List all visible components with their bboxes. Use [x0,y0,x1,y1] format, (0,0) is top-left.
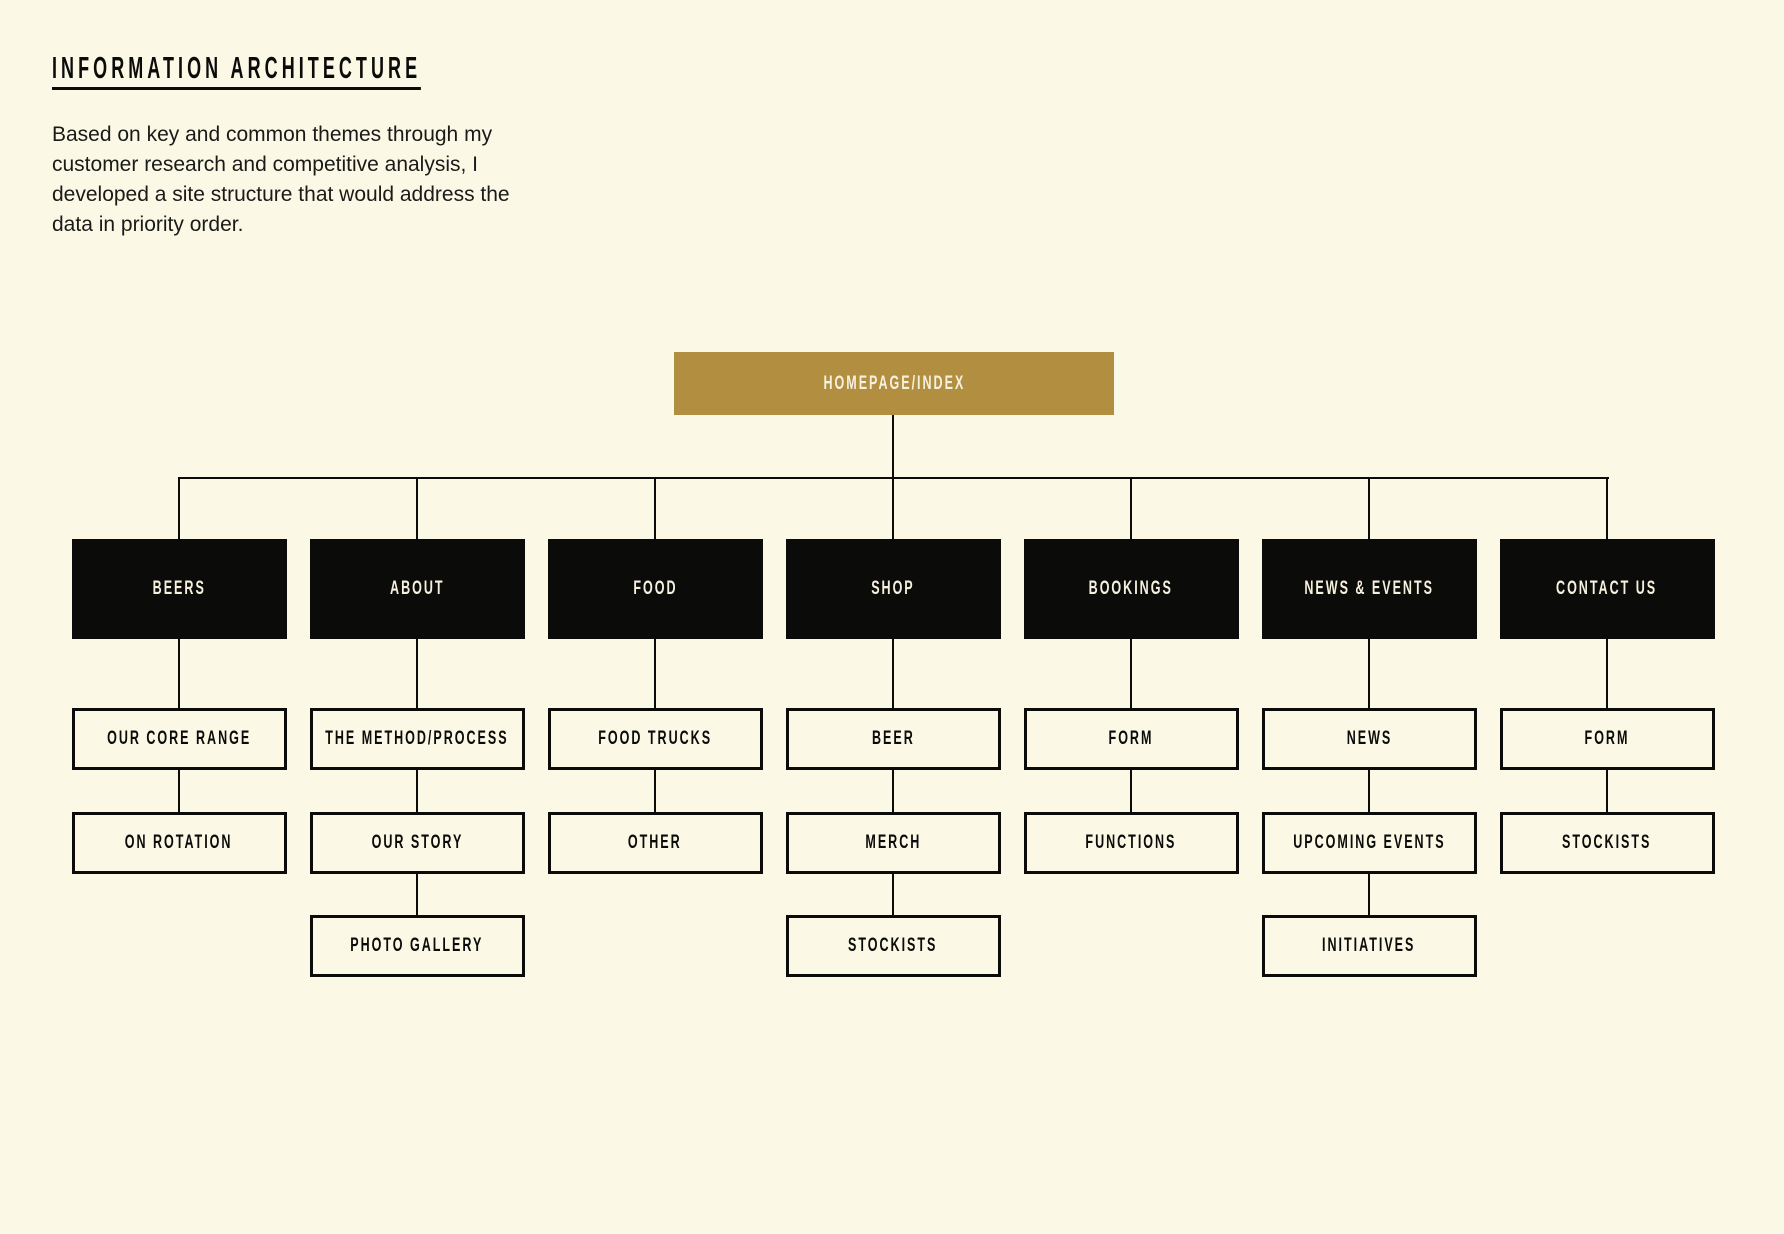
node-food-label: FOOD [632,578,678,599]
node-beers-on-rotation: ON ROTATION [71,812,287,874]
node-beers: BEERS [71,539,287,639]
connector-line [179,477,1609,479]
connector-line [178,639,180,708]
connector-line [892,415,894,479]
connector-line [1368,477,1370,539]
connector-line [654,639,656,708]
node-about-label: ABOUT [389,578,445,599]
node-about-photo-gallery: PHOTO GALLERY [309,915,525,977]
connector-line [892,770,894,812]
connector-line [1368,770,1370,812]
node-food-other: OTHER [547,812,763,874]
page-title-text: INFORMATION ARCHITECTURE [52,52,422,90]
connector-line [654,477,656,539]
node-homepage-index: HOMEPAGE/INDEX [674,352,1114,415]
connector-line [892,874,894,915]
node-contact-us-form: FORM [1499,708,1715,770]
connector-line [1368,639,1370,708]
node-news-and-events-initiatives: INITIATIVES [1261,915,1477,977]
node-shop-label: SHOP [871,578,915,599]
page-title: INFORMATION ARCHITECTURE [52,52,572,90]
node-contact-us-stockists-label: STOCKISTS [1562,832,1652,853]
node-food-other-label: OTHER [628,832,682,853]
connector-line [416,477,418,539]
node-about-our-story: OUR STORY [309,812,525,874]
node-shop-beer-label: BEER [871,728,915,749]
node-news-and-events-initiatives-label: INITIATIVES [1322,935,1416,956]
node-news-and-events: NEWS & EVENTS [1261,539,1477,639]
node-contact-us-label: CONTACT US [1556,578,1658,599]
node-news-and-events-news-label: NEWS [1346,728,1392,749]
node-about: ABOUT [309,539,525,639]
node-news-and-events-label: NEWS & EVENTS [1304,578,1434,599]
node-shop-stockists-label: STOCKISTS [848,935,938,956]
connector-line [1606,639,1608,708]
node-about-our-story-label: OUR STORY [371,832,463,853]
connector-line [1130,477,1132,539]
node-bookings-functions: FUNCTIONS [1023,812,1239,874]
connector-line [654,770,656,812]
connector-line [416,874,418,915]
page-header: INFORMATION ARCHITECTURE Based on key an… [52,52,572,240]
node-news-and-events-upcoming-events: UPCOMING EVENTS [1261,812,1477,874]
connector-line [178,477,180,539]
connector-line [1130,639,1132,708]
connector-line [1606,477,1608,539]
node-news-and-events-upcoming-events-label: UPCOMING EVENTS [1292,832,1446,853]
node-beers-our-core-range: OUR CORE RANGE [71,708,287,770]
node-homepage-index-label: HOMEPAGE/INDEX [823,372,965,394]
node-bookings-form-label: FORM [1108,728,1154,749]
node-food: FOOD [547,539,763,639]
node-about-photo-gallery-label: PHOTO GALLERY [350,935,484,956]
connector-line [892,477,894,539]
connector-line [892,639,894,708]
node-bookings: BOOKINGS [1023,539,1239,639]
node-bookings-form: FORM [1023,708,1239,770]
node-beers-label: BEERS [152,578,206,599]
node-contact-us-stockists: STOCKISTS [1499,812,1715,874]
connector-line [416,770,418,812]
connector-line [1130,770,1132,812]
node-news-and-events-news: NEWS [1261,708,1477,770]
node-contact-us: CONTACT US [1499,539,1715,639]
connector-line [178,770,180,812]
node-shop: SHOP [785,539,1001,639]
node-shop-merch-label: MERCH [865,832,921,853]
connector-line [1368,874,1370,915]
node-food-food-trucks: FOOD TRUCKS [547,708,763,770]
node-shop-merch: MERCH [785,812,1001,874]
node-bookings-label: BOOKINGS [1088,578,1174,599]
node-about-the-method-process: THE METHOD/PROCESS [309,708,525,770]
intro-paragraph: Based on key and common themes through m… [52,123,510,236]
node-bookings-functions-label: FUNCTIONS [1085,832,1177,853]
connector-line [416,639,418,708]
node-shop-beer: BEER [785,708,1001,770]
node-shop-stockists: STOCKISTS [785,915,1001,977]
node-beers-our-core-range-label: OUR CORE RANGE [106,728,252,749]
node-food-food-trucks-label: FOOD TRUCKS [598,728,712,749]
node-contact-us-form-label: FORM [1584,728,1630,749]
node-about-the-method-process-label: THE METHOD/PROCESS [325,728,509,749]
connector-line [1606,770,1608,812]
node-beers-on-rotation-label: ON ROTATION [125,832,233,853]
